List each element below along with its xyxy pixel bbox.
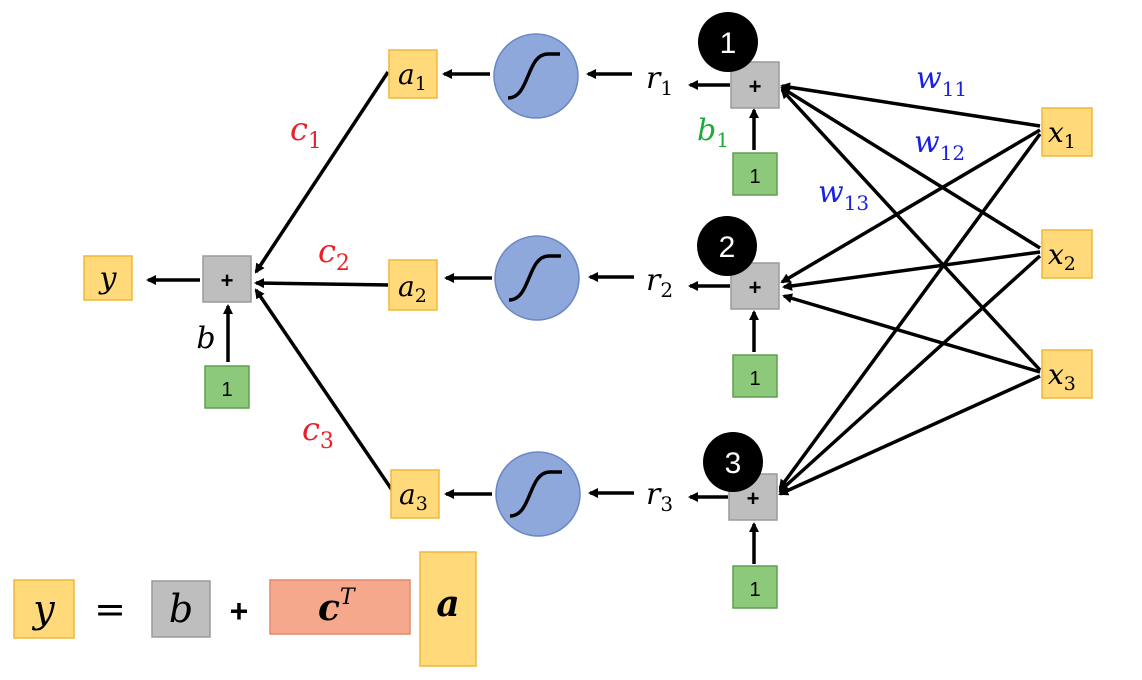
c-weight-labels: c1 c2 c3 xyxy=(290,110,350,454)
svg-text:3: 3 xyxy=(725,447,742,480)
sigmoid-curve-icon xyxy=(508,254,561,302)
edge-x3-sum3 xyxy=(778,374,1041,496)
sigmoid-curve-icon xyxy=(507,52,560,100)
edge-x2-sum1 xyxy=(780,86,1041,250)
w-weight-labels: w11 w12 w13 xyxy=(818,61,967,215)
plus-sum-icon: + xyxy=(221,268,234,293)
sigmoid-curve-icon xyxy=(509,470,562,518)
bias-one-node-2: 1 xyxy=(732,354,778,398)
svg-text:x3: x3 xyxy=(1048,358,1076,395)
svg-text:cT: cT xyxy=(318,585,357,629)
r1-label: r1 xyxy=(646,61,673,100)
sigmoid-node-1 xyxy=(493,33,579,119)
equation-a: a xyxy=(419,551,477,667)
svg-text:1: 1 xyxy=(749,579,760,601)
equation: y = b + cT a xyxy=(13,551,477,667)
edge-a1-outsum xyxy=(254,71,390,274)
equation-cT: cT xyxy=(269,579,411,635)
svg-text:b: b xyxy=(169,587,193,631)
equation-plus: + xyxy=(230,593,249,629)
activation-a1: a1 xyxy=(388,49,438,99)
plus-sum-icon: + xyxy=(747,486,760,511)
input-x3: x3 xyxy=(1041,349,1093,399)
equation-y: y xyxy=(13,579,75,639)
svg-text:2: 2 xyxy=(719,231,736,264)
output-sum-node: + xyxy=(202,255,252,303)
edge-x2-sum3 xyxy=(778,254,1042,493)
output-node: y xyxy=(83,255,133,301)
edge-x1-sum2 xyxy=(780,128,1041,284)
svg-text:1: 1 xyxy=(720,27,737,60)
svg-text:a1: a1 xyxy=(398,58,427,95)
output-bias-label: b xyxy=(196,321,215,356)
w12-label: w12 xyxy=(914,125,965,165)
bias-one-node-1: 1 xyxy=(732,152,778,196)
svg-text:1: 1 xyxy=(749,166,760,188)
output-edges xyxy=(146,71,394,491)
activation-a3: a3 xyxy=(390,469,440,519)
svg-text:x2: x2 xyxy=(1048,238,1076,275)
badge-1: 1 xyxy=(698,12,758,72)
bias-one-node-3: 1 xyxy=(732,565,778,609)
edge-a2-outsum xyxy=(254,278,389,289)
equation-b: b xyxy=(151,580,211,638)
plus-sum-icon: + xyxy=(749,275,762,300)
edge-x3-sum2 xyxy=(782,293,1041,374)
b1-label: b1 xyxy=(697,113,729,152)
r2-label: r2 xyxy=(646,263,673,302)
output-bias-one-node: 1 xyxy=(204,365,250,409)
svg-text:y: y xyxy=(31,587,55,631)
svg-text:a3: a3 xyxy=(399,478,428,515)
svg-text:x1: x1 xyxy=(1048,116,1076,153)
edge-a3-outsum xyxy=(254,288,394,491)
edge-x2-sum2 xyxy=(782,250,1041,291)
input-edges xyxy=(778,82,1042,496)
w11-label: w11 xyxy=(916,61,967,101)
edge-x1-sum1 xyxy=(780,82,1041,128)
plus-sum-icon: + xyxy=(749,74,762,99)
input-x2: x2 xyxy=(1041,229,1093,279)
badge-2: 2 xyxy=(697,216,757,276)
badge-3: 3 xyxy=(703,432,763,492)
c1-label: c1 xyxy=(290,110,322,154)
bias-one-label: 1 xyxy=(221,379,232,401)
activation-a2: a2 xyxy=(388,259,438,311)
edge-x3-sum1 xyxy=(780,88,1042,372)
w13-label: w13 xyxy=(818,175,869,215)
svg-text:a2: a2 xyxy=(398,270,427,307)
output-label: y xyxy=(98,261,118,296)
c2-label: c2 xyxy=(318,232,350,276)
r3-label: r3 xyxy=(646,477,673,516)
c3-label: c3 xyxy=(302,410,334,454)
equation-equals: = xyxy=(94,587,126,631)
input-x1: x1 xyxy=(1041,107,1093,157)
svg-text:a: a xyxy=(436,583,459,625)
svg-text:1: 1 xyxy=(749,368,760,390)
sigmoid-node-2 xyxy=(494,235,580,321)
edge-x1-sum3 xyxy=(778,132,1042,490)
sigmoid-node-3 xyxy=(495,451,581,537)
row-arrows xyxy=(442,69,759,564)
